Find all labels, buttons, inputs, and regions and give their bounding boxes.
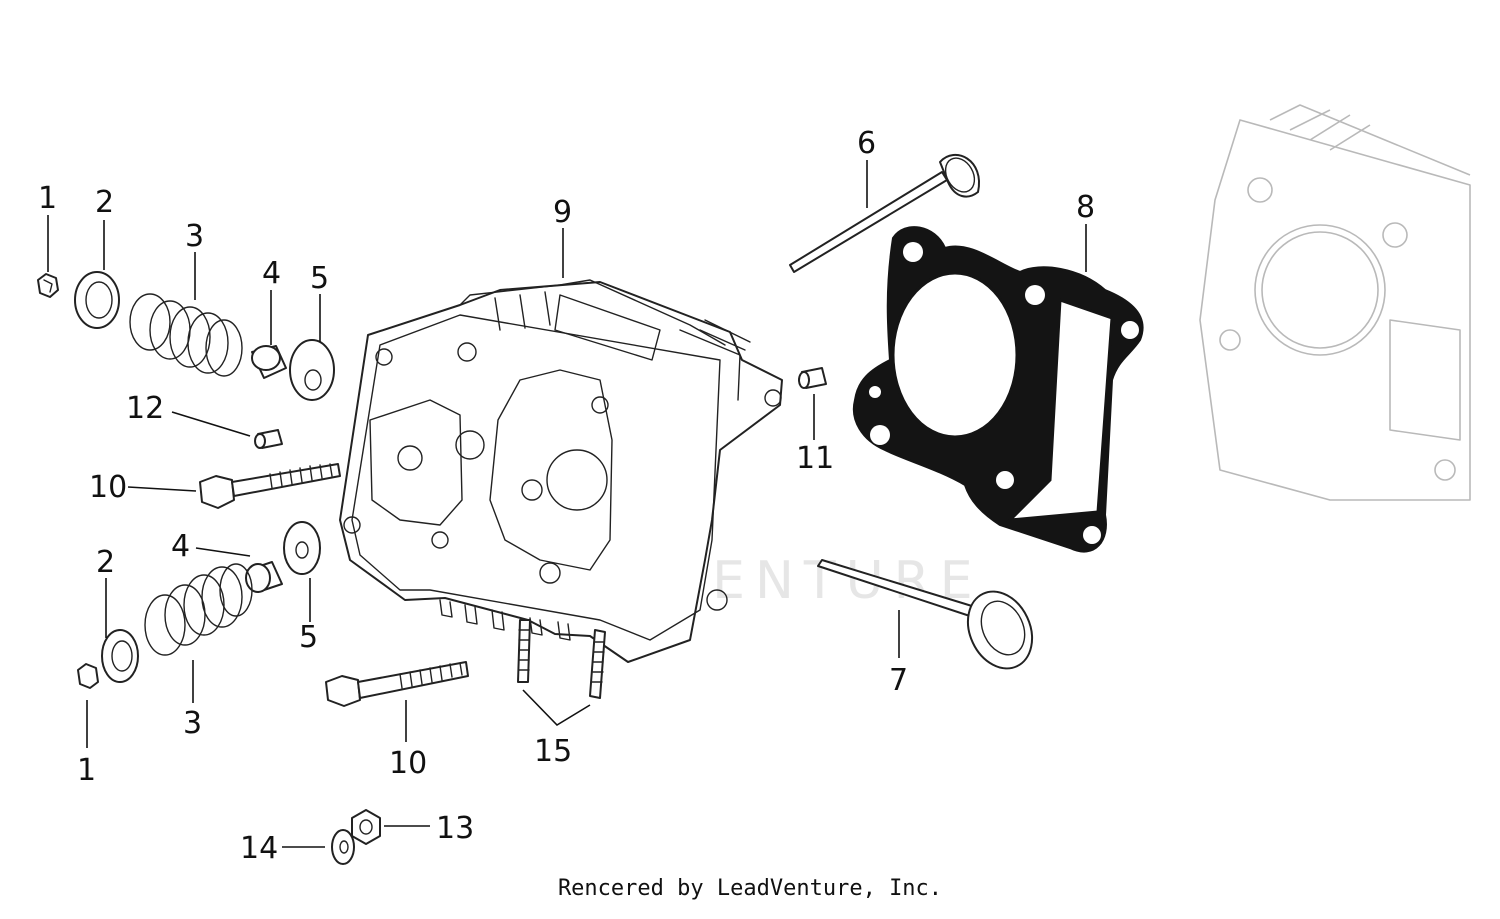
part-15-studs: [517, 619, 606, 699]
callout-labels: 1 2 3 4 5 12 10 4 2 5 3 1 10 15 14 13 9 …: [38, 126, 1095, 866]
part-6-intake-valve: [789, 153, 981, 273]
part-14-washer: [331, 829, 355, 865]
part-10-bolt-bottom: [325, 661, 469, 707]
part-5-washer-bottom: [283, 521, 321, 575]
part-3-valve-spring-bottom: [144, 563, 253, 656]
callout-10-bottom: 10: [389, 746, 427, 781]
callout-10-top: 10: [89, 470, 127, 505]
part-2-spring-seat-bottom: [101, 629, 139, 683]
part-2-spring-seat-top: [74, 271, 120, 329]
credit-footer: Rencered by LeadVenture, Inc.: [557, 876, 943, 901]
part-3-valve-spring-top: [129, 293, 243, 377]
part-11-dowel: [798, 367, 827, 389]
callout-1-bottom: 1: [77, 753, 96, 788]
part-10-bolt-top: [199, 463, 341, 509]
callout-4-bottom: 4: [171, 529, 190, 564]
callout-5-bottom: 5: [299, 620, 318, 655]
part-5-washer-top: [289, 339, 335, 401]
callout-5-top: 5: [310, 261, 329, 296]
part-1-retainer-bottom: [77, 663, 99, 689]
callout-3-top: 3: [185, 219, 204, 254]
part-12-dowel-pin: [254, 429, 283, 449]
callout-13: 13: [436, 811, 474, 846]
callout-11: 11: [796, 441, 834, 476]
ghost-cylinder: [1199, 104, 1471, 501]
callout-4-top: 4: [262, 256, 281, 291]
part-4-valve-guide-bottom: [245, 561, 283, 593]
callout-1-top: 1: [38, 181, 57, 216]
callout-3-bottom: 3: [183, 706, 202, 741]
callout-6: 6: [857, 126, 876, 161]
part-8-head-gasket: [852, 226, 1144, 553]
callout-12: 12: [126, 391, 164, 426]
part-1-retainer-top: [37, 273, 59, 298]
leader-lines: [47, 160, 1087, 848]
callout-2-top: 2: [95, 185, 114, 220]
callout-8: 8: [1076, 190, 1095, 225]
callout-15: 15: [534, 734, 572, 769]
part-13-nut: [351, 809, 381, 845]
part-4-valve-guide-top: [251, 345, 287, 379]
callout-7: 7: [889, 663, 908, 698]
callout-14: 14: [240, 831, 278, 866]
callout-2-bottom: 2: [96, 545, 115, 580]
part-7-exhaust-valve: [817, 559, 1034, 670]
part-9-cylinder-head: [339, 279, 783, 663]
callout-9: 9: [553, 195, 572, 230]
